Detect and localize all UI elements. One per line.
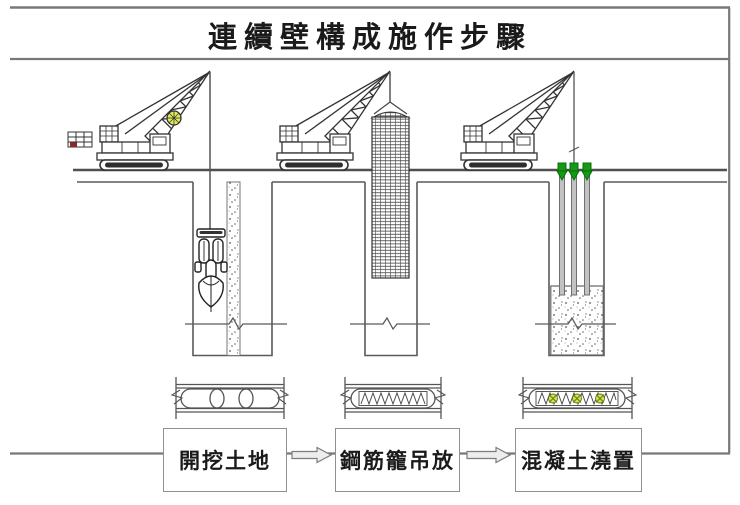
tremie-pipes — [559, 170, 590, 296]
flow-arrow-2-icon — [466, 446, 512, 464]
plan-view-rebar-cage — [339, 377, 447, 419]
plan-view-excavation — [170, 377, 290, 419]
step-box-rebar-cage: 鋼筋籠吊放 — [335, 428, 460, 492]
rebar-cage-icon — [370, 101, 411, 279]
trench-2 — [364, 182, 418, 357]
crane1-rear-counterweight — [67, 131, 93, 148]
section-break-lines — [185, 316, 616, 331]
step-label-rebar-cage: 鋼筋籠吊放 — [340, 449, 455, 473]
tremie-funnel-icons — [556, 162, 593, 182]
step-label-concrete: 混凝土澆置 — [521, 449, 636, 473]
tremie-position-star-icons — [548, 393, 605, 404]
crane1-pulley-wheel-icon — [166, 110, 182, 126]
concrete-fill — [550, 285, 604, 356]
cable-break-tick — [568, 146, 580, 153]
step-box-concrete: 混凝土澆置 — [515, 428, 642, 492]
step-label-excavation: 開挖土地 — [179, 449, 271, 473]
crawler-crane-1 — [96, 70, 211, 171]
outer-frame — [10, 6, 731, 455]
crawler-crane-3 — [460, 70, 575, 171]
plan-view-concrete — [517, 377, 638, 419]
slurry-panel-column — [226, 181, 241, 356]
page-title: 連續壁構成施作步驟 — [207, 22, 532, 54]
clamshell-grab-icon — [194, 228, 228, 312]
flow-arrow-1-icon — [291, 446, 333, 464]
step-box-excavation: 開挖土地 — [163, 428, 287, 492]
